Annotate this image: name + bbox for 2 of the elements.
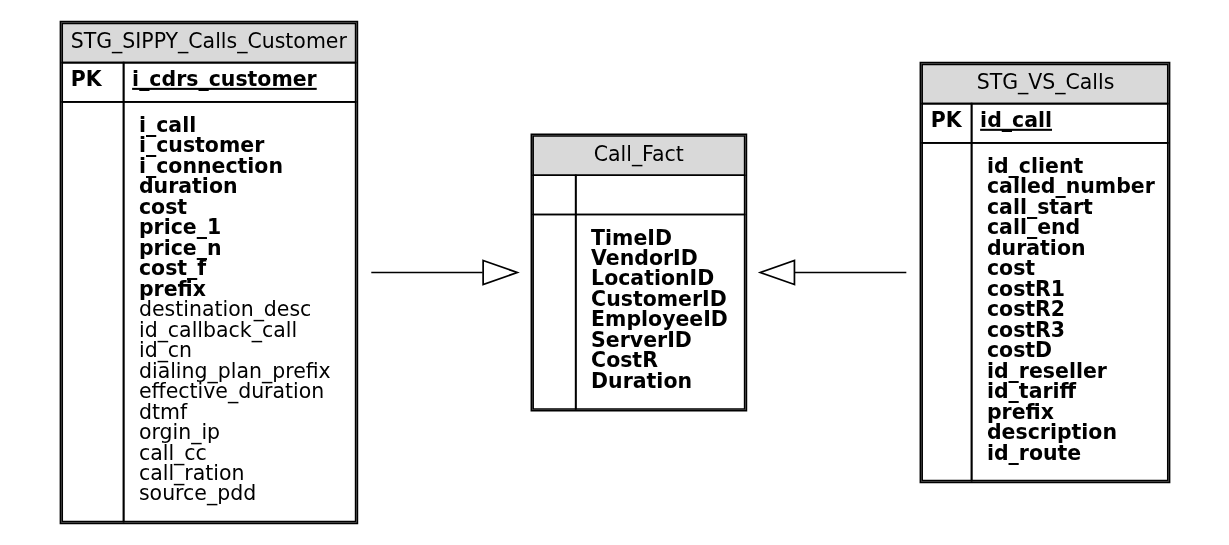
arrow xyxy=(369,259,520,286)
arrow xyxy=(757,259,907,286)
